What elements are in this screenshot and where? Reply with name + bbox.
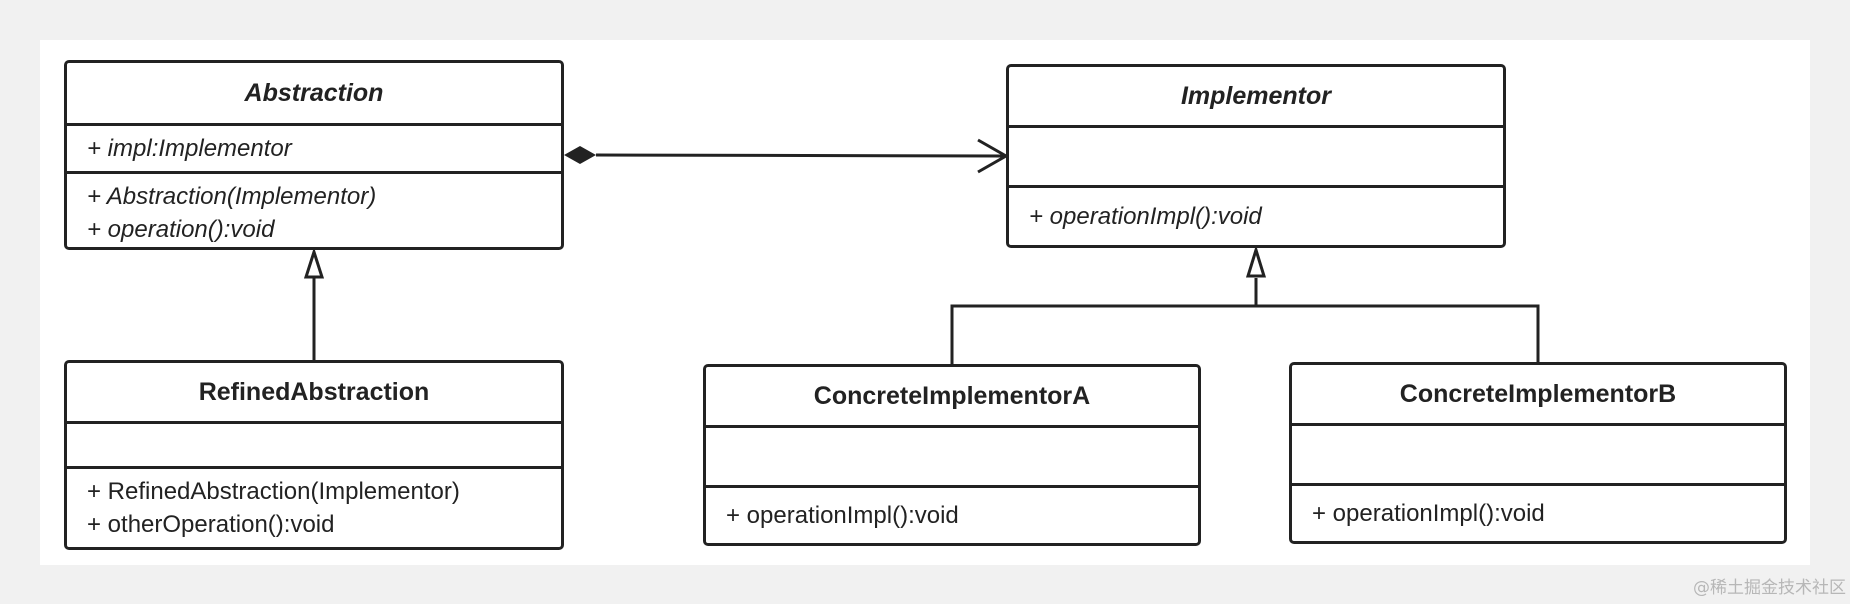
methods-section: + operationImpl():void [706,485,1198,543]
class-refined-abstraction[interactable]: RefinedAbstraction + RefinedAbstraction(… [64,360,564,550]
attributes-section: + impl:Implementor [67,123,561,171]
realization-triangle [1245,244,1267,278]
method-line: + operation():void [87,216,275,243]
composition-connector [564,138,1010,174]
realization-connector [950,244,1540,364]
method-line: + operationImpl():void [1029,203,1262,230]
class-name: ConcreteImplementorB [1399,379,1677,408]
attributes-section [67,421,561,466]
class-concrete-implementor-a[interactable]: ConcreteImplementorA + operationImpl():v… [703,364,1201,546]
method-line: + RefinedAbstraction(Implementor) [87,478,460,505]
class-concrete-implementor-b[interactable]: ConcreteImplementorB + operationImpl():v… [1289,362,1787,544]
attributes-section [706,425,1198,485]
method-line: + operationImpl():void [1312,500,1545,527]
methods-section: + operationImpl():void [1292,483,1784,541]
method-line: + otherOperation():void [87,511,335,538]
method-line: + operationImpl():void [726,502,959,529]
watermark: @稀土掘金技术社区 [1693,578,1846,598]
class-implementor[interactable]: Implementor + operationImpl():void [1006,64,1506,248]
realization-branches [950,304,1540,364]
attribute-line: + impl:Implementor [87,135,292,162]
methods-section: + RefinedAbstraction(Implementor) + othe… [67,466,561,547]
class-name: Implementor [1180,81,1332,110]
composition-line [595,153,1005,158]
composition-diamond [564,146,596,164]
method-line: + Abstraction(Implementor) [87,183,377,210]
class-name: Abstraction [244,78,384,107]
generalization-triangle [303,247,325,279]
generalization-connector [303,247,325,360]
attributes-section [1292,423,1784,483]
class-name: ConcreteImplementorA [813,381,1091,410]
methods-section: + Abstraction(Implementor) + operation()… [67,171,561,252]
methods-section: + operationImpl():void [1009,185,1503,245]
class-name: RefinedAbstraction [198,377,430,406]
attributes-section [1009,125,1503,185]
class-abstraction[interactable]: Abstraction + impl:Implementor + Abstrac… [64,60,564,250]
